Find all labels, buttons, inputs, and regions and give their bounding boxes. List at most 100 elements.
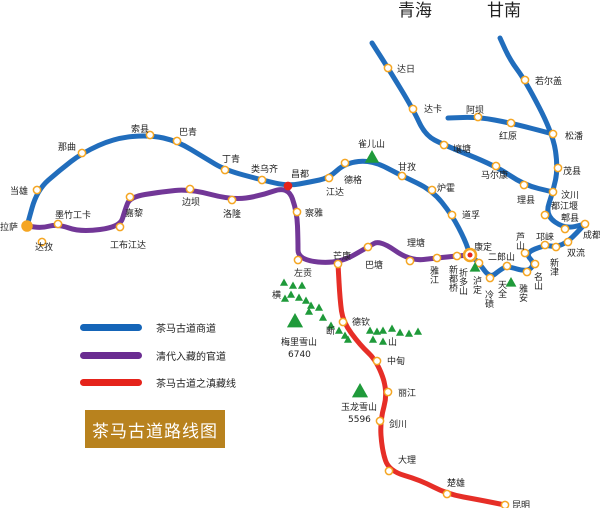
station-marker — [283, 181, 293, 191]
legend-yunnan-route: 茶马古道之滇藏线 — [80, 375, 236, 390]
forest-mountain-icon — [306, 301, 316, 309]
station-marker — [53, 219, 63, 229]
mountain-icon — [286, 313, 304, 328]
station-marker — [439, 140, 449, 150]
city-label: 松潘 — [565, 130, 583, 142]
legend-swatch-blue — [80, 324, 142, 331]
forest-mountain-icon — [368, 335, 378, 343]
city-label: 红原 — [499, 130, 517, 142]
station-marker — [540, 240, 550, 250]
city-label: 新都桥 — [447, 264, 458, 293]
city-label: 剑川 — [389, 418, 407, 430]
city-label: 巴塘 — [365, 259, 383, 271]
mountain-label: 6740 — [288, 350, 311, 360]
station-marker — [405, 256, 415, 266]
station-marker — [125, 192, 135, 202]
city-label: 康定 — [474, 241, 492, 253]
legend-label: 清代入藏的官道 — [156, 352, 226, 363]
station-marker — [551, 242, 561, 252]
city-label: 名山 — [532, 271, 543, 290]
forest-mountain-icon — [404, 329, 414, 337]
station-marker — [383, 63, 393, 73]
mountain-icon — [351, 383, 369, 398]
station-marker — [500, 500, 510, 508]
forest-mountain-icon — [334, 326, 344, 334]
forest-mountain-icon — [372, 327, 382, 335]
city-label: 楚雄 — [447, 477, 465, 489]
city-label: 索县 — [131, 123, 149, 135]
station-marker — [220, 165, 230, 175]
city-label: 丁青 — [222, 153, 240, 165]
station-marker — [580, 219, 590, 229]
station-marker — [115, 222, 125, 232]
legend-label: 茶马古道商道 — [156, 324, 216, 335]
legend-swatch-red — [80, 379, 142, 386]
city-label: 昌都 — [291, 169, 309, 180]
city-label: 达日 — [397, 63, 415, 75]
station-marker — [21, 220, 33, 232]
city-label: 壤塘 — [453, 143, 471, 155]
station-marker — [324, 173, 334, 183]
legend-label: 茶马古道之滇藏线 — [156, 379, 236, 390]
station-marker — [485, 273, 495, 283]
station-marker — [432, 253, 442, 263]
station-marker — [37, 237, 47, 247]
station-marker — [452, 251, 462, 261]
city-label: 类乌齐 — [251, 163, 278, 175]
station-marker — [372, 356, 382, 366]
city-label: 那曲 — [58, 142, 76, 153]
station-marker — [520, 248, 530, 258]
station-marker — [363, 242, 373, 252]
city-label: 达孜 — [35, 241, 53, 253]
station-marker — [530, 259, 540, 269]
pass-label: 折多山 — [457, 267, 468, 295]
forest-mountain-icon — [413, 327, 423, 335]
station-marker — [172, 136, 182, 146]
station-marker — [340, 158, 350, 168]
forest-mountain-icon — [343, 335, 353, 343]
city-label: 中甸 — [387, 355, 405, 367]
city-label: 丽江 — [398, 388, 416, 399]
city-label: 洛隆 — [223, 208, 241, 220]
station-marker — [548, 129, 558, 139]
city-label: 邛崃 — [536, 231, 554, 243]
mountain-label: 山 — [388, 337, 397, 348]
forest-mountain-icon — [318, 313, 328, 321]
mountain-label: 断 — [326, 325, 335, 337]
city-label: 芦山 — [514, 232, 525, 250]
station-marker — [293, 255, 303, 265]
station-marker — [145, 130, 155, 140]
city-label: 雅安 — [517, 283, 528, 303]
mountain-icon — [505, 277, 517, 287]
map-title: 茶马古道路线图 — [85, 410, 225, 448]
city-label: 道孚 — [462, 209, 480, 221]
pass-label: 雀儿山 — [358, 138, 385, 150]
city-label: 工布江达 — [110, 239, 146, 251]
city-label: 理县 — [517, 195, 535, 206]
station-marker — [333, 259, 343, 269]
station-marker — [427, 185, 437, 195]
region-label: 甘南 — [487, 1, 521, 21]
forest-mountain-icon — [314, 303, 324, 311]
city-label: 左贡 — [294, 267, 312, 279]
city-label: 成都 — [583, 229, 600, 241]
city-label: 双流 — [567, 247, 585, 259]
mountain-label: 梅里雪山 — [281, 336, 317, 348]
mountain-icon — [469, 262, 481, 272]
city-label: 察雅 — [305, 207, 323, 219]
mountain-label: 5596 — [348, 415, 371, 425]
forest-mountain-icon — [304, 307, 314, 315]
city-label: 汶川 — [561, 189, 579, 201]
station-marker — [384, 466, 394, 476]
city-label: 甘孜 — [398, 161, 416, 173]
forest-mountain-icon — [301, 296, 311, 304]
station-marker — [506, 118, 516, 128]
trade-route-zoige — [497, 35, 588, 230]
forest-mountain-icon — [286, 290, 296, 298]
legend-official-route: 清代入藏的官道 — [80, 348, 226, 363]
station-marker — [473, 112, 483, 122]
forest-mountain-icon — [365, 326, 375, 334]
station-marker — [491, 161, 501, 171]
